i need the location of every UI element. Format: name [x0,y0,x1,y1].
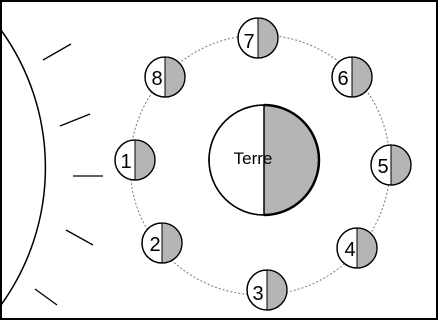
moon-number: 5 [377,156,388,178]
sun-ray [59,113,91,127]
moon-number: 3 [252,283,263,305]
moon-shadow-side [357,228,377,268]
earth: Terre [208,103,321,217]
sun-ray [34,288,58,306]
moon-shadow-side [267,270,287,310]
moon-shadow-side [135,140,155,180]
moon-shadow-side [258,18,278,58]
earth-label: Terre [234,149,273,168]
sun-rays [34,43,103,306]
sun [0,29,103,306]
moon-number: 2 [149,234,160,256]
sun-ray [42,43,72,61]
moon-5: 5 [370,144,412,186]
moon-shadow-side [391,145,411,185]
moon-number: 7 [243,31,254,53]
moon-number: 8 [151,68,162,90]
moon-shadow-side [352,57,372,97]
sun-ray [65,229,94,246]
moon-7: 7 [237,17,279,59]
sun-edge [0,29,47,306]
moon-number: 6 [337,68,348,90]
moon-3: 3 [246,269,288,311]
moon-1: 1 [114,139,156,181]
moon-2: 2 [141,222,183,264]
moon-shadow-side [165,57,185,97]
earth-shadow-side [264,105,319,215]
moon-6: 6 [331,56,373,98]
earth-outline-bold [263,103,321,217]
moon-number: 4 [344,239,355,261]
moon-number: 1 [120,151,131,173]
moon-shadow-side [162,223,182,263]
moon-4: 4 [336,227,378,269]
moon-8: 8 [144,56,186,98]
